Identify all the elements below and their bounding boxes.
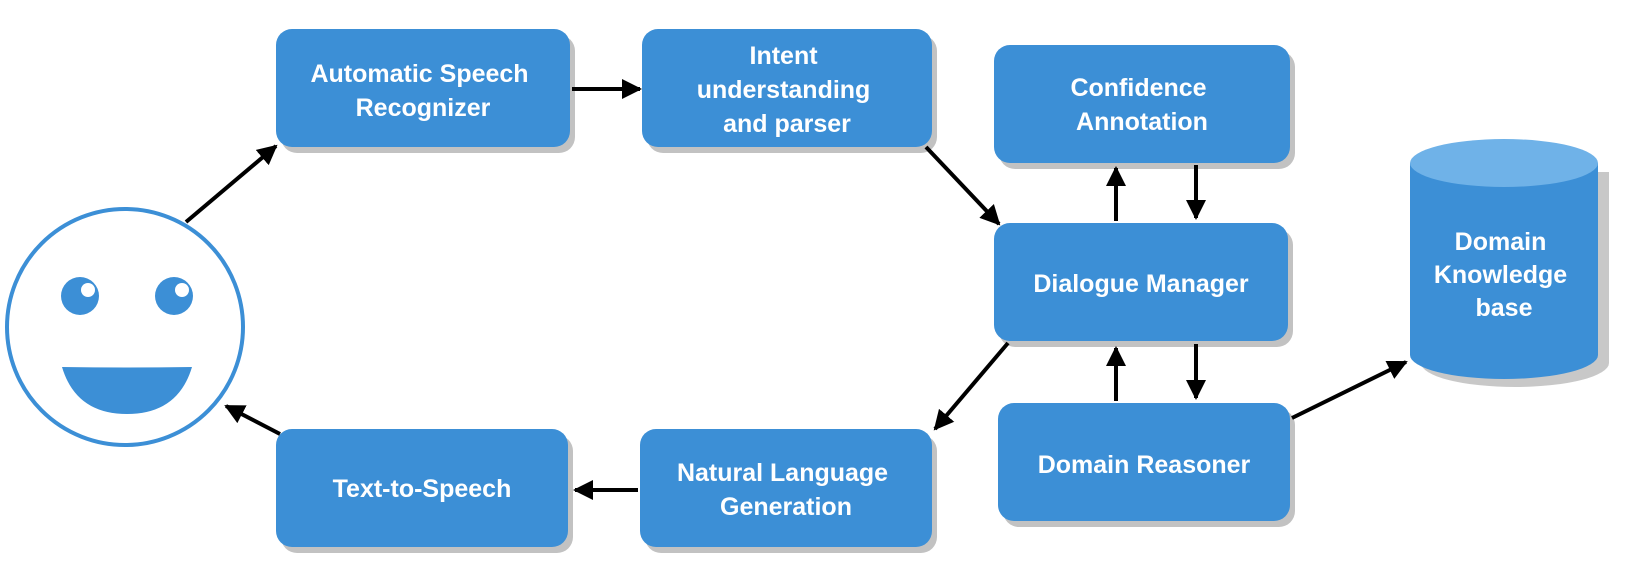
tts-label: Text-to-Speech [333, 475, 512, 503]
confidence-annotation-label: Confidence Annotation [1070, 74, 1213, 136]
knowledge-base-label: Domain Knowledge base [1434, 228, 1574, 322]
domain-reasoner-label: Domain Reasoner [1038, 451, 1251, 479]
intent-parser-label: Intent understanding and parser [697, 42, 878, 138]
nlg-label: Natural Language Generation [677, 459, 895, 521]
smiley-face-icon [5, 207, 245, 447]
domain-reasoner-box: Domain Reasoner [998, 403, 1295, 527]
asr-box: Automatic Speech Recognizer [276, 29, 575, 153]
arrows [184, 79, 1408, 500]
arrow-dialogue-to-nlg [933, 341, 1010, 431]
arrow-reasoner-to-knowledge-base [1291, 360, 1408, 420]
dialogue-manager-box: Dialogue Manager [994, 223, 1293, 347]
arrow-intent-to-dialogue [924, 145, 1001, 226]
asr-label: Automatic Speech Recognizer [310, 60, 535, 122]
confidence-annotation-box: Confidence Annotation [994, 45, 1295, 169]
tts-box: Text-to-Speech [276, 429, 573, 553]
arrow-tts-to-user [224, 404, 281, 436]
nlg-box: Natural Language Generation [640, 429, 937, 553]
intent-parser-box: Intent understanding and parser [642, 29, 937, 153]
knowledge-base-cylinder: Domain Knowledge base [1410, 139, 1609, 387]
arrow-user-to-asr [184, 144, 278, 224]
dialogue-manager-label: Dialogue Manager [1033, 270, 1249, 298]
